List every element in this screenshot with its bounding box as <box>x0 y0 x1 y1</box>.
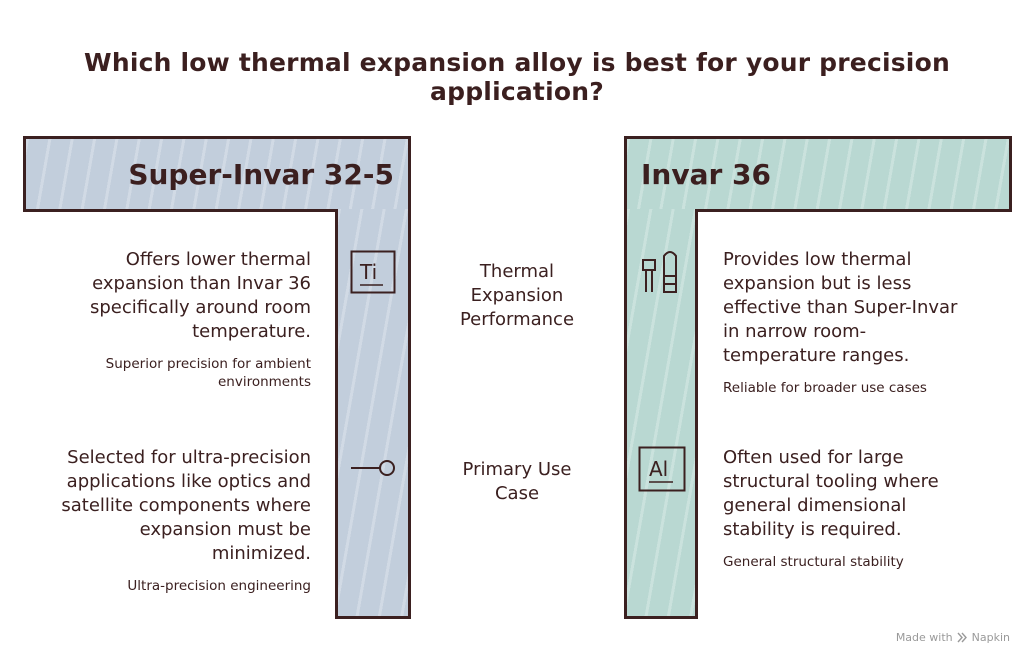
right-spine <box>624 209 698 619</box>
right-row-1-description: Provides low thermal expansion but is le… <box>723 248 1013 368</box>
text-line: satellite components where <box>61 495 311 516</box>
text-line: in narrow room- <box>723 321 867 342</box>
criterion-primary-use-case: Primary Use Case <box>437 458 597 506</box>
text-line: expansion but is less <box>723 273 912 294</box>
titanium-icon-text: Ti <box>359 260 377 284</box>
text-line: temperature ranges. <box>723 345 910 366</box>
left-header: Super-Invar 32-5 <box>23 136 411 212</box>
right-row-2-description: Often used for large structural tooling … <box>723 446 1013 542</box>
left-row-1-note: Superior precision for ambient environme… <box>40 355 311 391</box>
titanium-element-icon: Ti <box>350 250 396 294</box>
text-line: Case <box>494 483 540 504</box>
text-line: Thermal <box>479 261 555 282</box>
footer-attribution: Made with Napkin <box>896 631 1010 644</box>
text-line: expansion must be <box>139 519 311 540</box>
text-line: General structural stability <box>723 554 904 570</box>
criterion-thermal-expansion: Thermal Expansion Performance <box>437 260 597 332</box>
text-line: Selected for ultra-precision <box>67 447 311 468</box>
aluminum-element-icon: Al <box>638 446 686 492</box>
text-line: Primary Use <box>462 459 572 480</box>
left-row-1-description: Offers lower thermal expansion than Inva… <box>40 248 311 344</box>
text-line: stability is required. <box>723 519 902 540</box>
right-header: Invar 36 <box>624 136 1012 212</box>
aluminum-icon-text: Al <box>649 457 668 481</box>
right-header-title: Invar 36 <box>641 157 772 191</box>
text-line: expansion than Invar 36 <box>92 273 311 294</box>
page-title: Which low thermal expansion alloy is bes… <box>84 48 950 106</box>
text-line: Provides low thermal <box>723 249 912 270</box>
text-line: applications like optics and <box>66 471 311 492</box>
text-line: environments <box>217 374 311 390</box>
text-line: effective than Super-Invar <box>723 297 958 318</box>
left-spine <box>335 209 411 619</box>
text-line: specifically around room <box>90 297 311 318</box>
right-row-1-note: Reliable for broader use cases <box>723 379 1013 397</box>
footer-brand: Napkin <box>971 631 1010 644</box>
left-header-title: Super-Invar 32-5 <box>128 157 394 191</box>
left-row-2-note: Ultra-precision engineering <box>40 577 311 595</box>
text-line: Superior precision for ambient <box>105 356 311 372</box>
napkin-logo-icon <box>957 632 967 643</box>
text-line: temperature. <box>192 321 311 342</box>
pin-connector-icon <box>350 456 398 480</box>
right-row-2-note: General structural stability <box>723 553 1013 571</box>
text-line: Performance <box>459 309 575 330</box>
text-line: minimized. <box>211 543 311 564</box>
footer-text: Made with <box>895 631 953 644</box>
text-line: Expansion <box>470 285 564 306</box>
text-line: general dimensional <box>723 495 907 516</box>
text-line: structural tooling where <box>723 471 939 492</box>
text-line: Reliable for broader use cases <box>723 380 927 396</box>
left-row-2-description: Selected for ultra-precision application… <box>20 446 311 566</box>
thermometer-gauge-icon <box>640 246 684 294</box>
text-line: Offers lower thermal <box>125 249 311 270</box>
text-line: Often used for large <box>723 447 904 468</box>
text-line: Ultra-precision engineering <box>127 578 311 594</box>
